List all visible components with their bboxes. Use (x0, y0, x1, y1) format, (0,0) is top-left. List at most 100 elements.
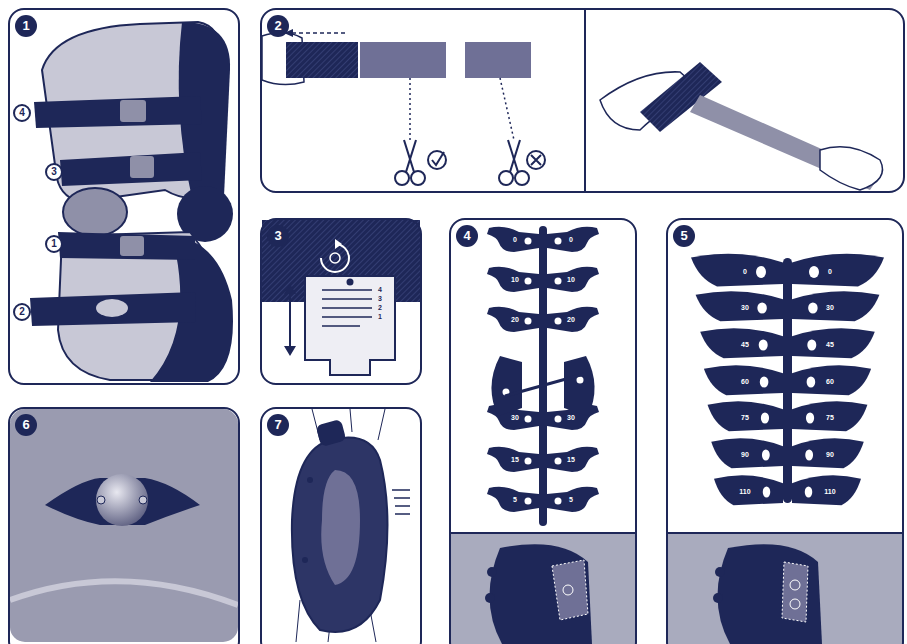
angle-value: 5 (513, 496, 517, 504)
scale-mark: 3 (378, 295, 382, 303)
angle-set-part (792, 475, 861, 505)
shell-pad-part-part (395, 513, 410, 515)
tape-cutting-part-part (499, 171, 513, 185)
shell-pad-part (307, 477, 313, 483)
tape-cutting-part-part (404, 140, 414, 172)
adjuster-part (289, 290, 291, 350)
adjuster-part (305, 276, 395, 375)
wedge-set-part (547, 307, 599, 332)
angle-set-part (783, 258, 792, 503)
angle-set-part (711, 438, 783, 468)
angle-value: 30 (741, 304, 749, 312)
angle-set-part (668, 532, 902, 534)
angle-value: 0 (743, 268, 747, 276)
hinge-button-part (10, 409, 238, 642)
callout-number: 1 (45, 235, 63, 253)
step-panel: 5 (666, 218, 904, 644)
adjuster-part (330, 253, 340, 263)
hinge-button (10, 409, 238, 642)
hinge-button-part (96, 474, 148, 526)
scale-mark: 4 (378, 286, 382, 294)
adjuster-part-part (322, 298, 372, 300)
tape-cutting-part-part (395, 171, 409, 185)
knee-brace-part (120, 100, 146, 122)
wedge-set-part (487, 267, 539, 292)
tape-cutting-part (409, 78, 411, 140)
angle-set-part (714, 475, 783, 505)
knee-brace-part (96, 299, 128, 317)
shell-pad-part (292, 438, 388, 633)
angle-set-part (717, 544, 822, 644)
angle-value: 0 (513, 236, 517, 244)
angle-value: 0 (569, 236, 573, 244)
knee-brace-part (130, 156, 154, 178)
knee-brace-part (120, 236, 144, 256)
angle-set-part (713, 593, 723, 603)
angle-set-part (691, 254, 783, 287)
angle-value: 15 (511, 456, 519, 464)
tape-cutting-part-part (510, 140, 520, 172)
hinge-button-part (139, 496, 147, 504)
tape-cutting-part-part (515, 171, 529, 185)
wedge-set-part (552, 560, 588, 620)
angle-set-part (790, 599, 800, 609)
tape-cutting-part-part (432, 152, 444, 165)
adjuster-part (284, 284, 296, 356)
tape-cutting-part (584, 10, 586, 191)
step-panel: 1 (8, 8, 240, 385)
wedge-set-part (505, 374, 584, 396)
shell-pad-part (321, 470, 360, 585)
step-panel: 3 (260, 218, 422, 385)
shell-pad-part (316, 419, 347, 447)
angle-value: 5 (569, 496, 573, 504)
tape-cutting-part (290, 32, 345, 34)
shell-pad-part-part (392, 489, 410, 491)
knee-brace-part (63, 188, 127, 236)
angle-value: 90 (826, 451, 834, 459)
adjuster-part (322, 290, 372, 326)
step-panel: 7 (260, 407, 422, 644)
wedge-set-part (451, 532, 635, 534)
tape-cutting-part (360, 42, 446, 78)
angle-value: 15 (567, 456, 575, 464)
shell-pad-part (302, 557, 308, 563)
tape-cutting-part-part (406, 140, 416, 172)
step-number: 6 (15, 414, 37, 436)
adjuster-part (335, 239, 342, 249)
shell-pad-part-part (350, 409, 352, 432)
wedge-set-part (489, 544, 592, 644)
angle-value: 75 (741, 414, 749, 422)
step-number: 3 (267, 225, 289, 247)
wedge-set-part (487, 567, 497, 577)
angle-value: 60 (741, 378, 749, 386)
angle-set-part (792, 365, 871, 395)
angle-set-part (708, 401, 783, 431)
angle-value: 20 (511, 316, 519, 324)
angle-set-part (792, 438, 864, 468)
step-number: 1 (15, 15, 37, 37)
callout-number: 4 (13, 104, 31, 122)
wedge-set-part (539, 226, 547, 526)
wedge-set-part (547, 447, 599, 472)
shell-pad-part-part (296, 600, 300, 642)
step-panel: 2 (260, 8, 905, 193)
tape-cutting-part (820, 147, 883, 190)
adjuster-part (347, 279, 354, 286)
tape-cutting-part-part (508, 140, 518, 172)
tape-cutting-part-part (527, 151, 545, 169)
shell-pad-part (392, 490, 410, 514)
wedge-set-part (563, 585, 573, 595)
tape-cutting (262, 10, 883, 191)
angle-value: 0 (828, 268, 832, 276)
adjuster (262, 220, 420, 375)
shell-pad-part-part (395, 505, 410, 507)
step-number: 5 (673, 225, 695, 247)
wedge-set-part (487, 447, 539, 472)
step-panel: 4 (449, 218, 637, 644)
angle-set (668, 254, 902, 644)
wedge-set-part (491, 356, 522, 416)
wedge-set-part (487, 227, 539, 252)
tape-cutting-part (500, 78, 514, 140)
